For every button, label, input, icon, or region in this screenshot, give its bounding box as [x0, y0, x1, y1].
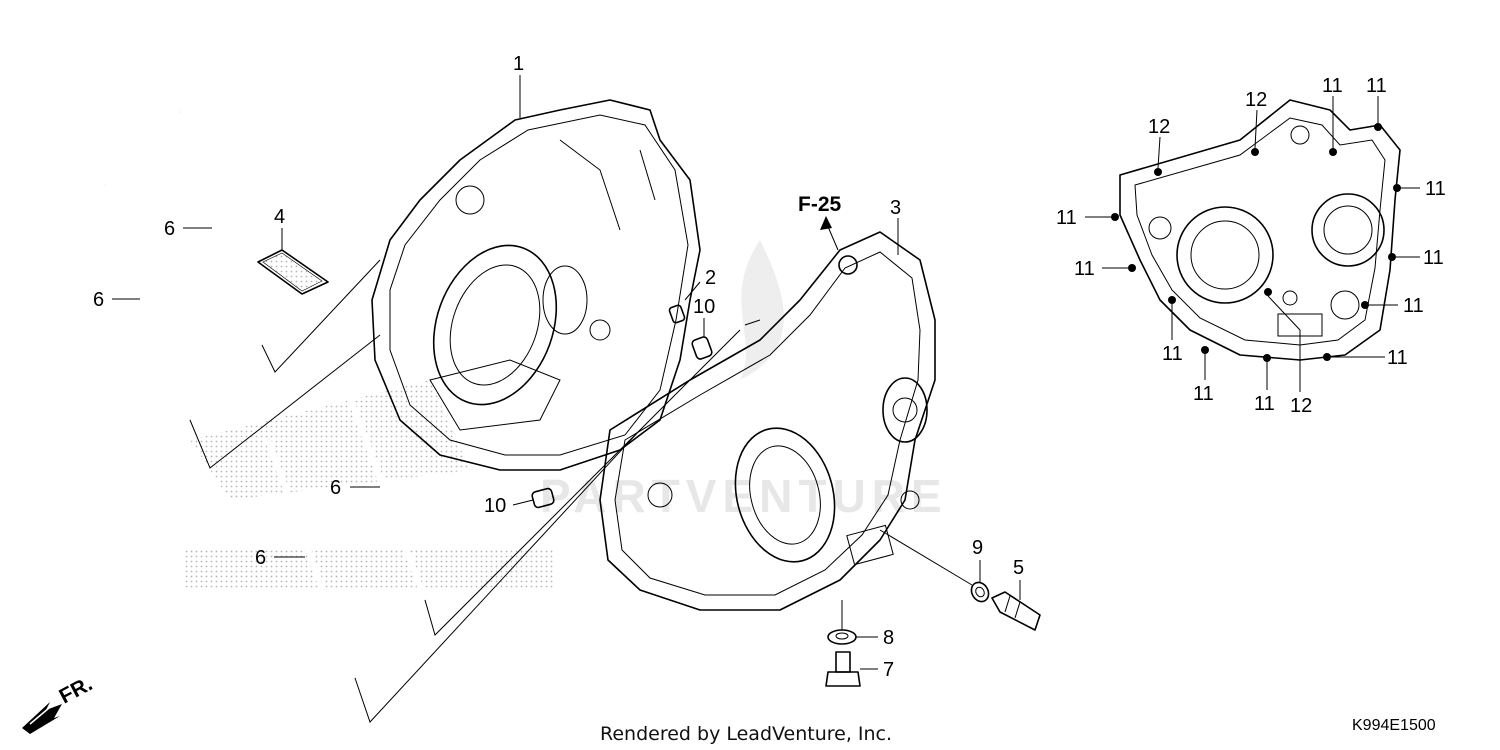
- callout-10a: 10: [693, 296, 715, 318]
- callout-11g: 11: [1403, 295, 1424, 317]
- callout-7: 7: [883, 659, 894, 681]
- part-10-dowel-upper[interactable]: [691, 336, 713, 360]
- crankcase-bolt-layout-view: [1111, 99, 1401, 362]
- right-crankcase[interactable]: [599, 231, 936, 611]
- callout-11d: 11: [1056, 207, 1077, 229]
- callout-4: 4: [274, 206, 285, 228]
- callout-5: 5: [1013, 557, 1024, 579]
- callout-8: 8: [883, 627, 894, 649]
- part-8-drain-washer[interactable]: [827, 629, 857, 645]
- callout-2: 2: [705, 267, 716, 289]
- callout-11h: 11: [1162, 343, 1183, 365]
- callout-12a: 12: [1148, 116, 1170, 138]
- callout-6a: 6: [164, 218, 175, 240]
- diagram-code: K994E1500: [1352, 717, 1436, 734]
- callout-12b: 12: [1245, 89, 1267, 111]
- callout-12c: 12: [1290, 395, 1312, 417]
- part-7-drain-bolt[interactable]: [825, 651, 861, 687]
- part-9-sealing-washer[interactable]: [968, 579, 992, 604]
- callout-11j: 11: [1193, 383, 1214, 405]
- callout-6b: 6: [93, 289, 104, 311]
- front-direction-arrow-icon: [22, 702, 62, 734]
- callout-11b: 11: [1366, 75, 1387, 97]
- callout-11a: 11: [1322, 75, 1343, 97]
- part-10-dowel-lower[interactable]: [531, 487, 555, 509]
- part-5-neutral-switch[interactable]: [991, 591, 1041, 631]
- footer-credit: Rendered by LeadVenture, Inc.: [600, 723, 892, 745]
- callout-11k: 11: [1254, 393, 1275, 415]
- front-direction-label: FR.: [56, 672, 97, 708]
- callout-11f: 11: [1423, 247, 1444, 269]
- callout-10b: 10: [484, 495, 506, 517]
- callout-11e: 11: [1074, 258, 1095, 280]
- part-6-stud-bolts[interactable]: [102, 111, 428, 680]
- callout-1: 1: [513, 53, 524, 75]
- callout-11i: 11: [1387, 347, 1408, 369]
- callout-6c: 6: [330, 477, 341, 499]
- callout-9: 9: [972, 537, 983, 559]
- reference-arrow-icon: [820, 216, 839, 251]
- callout-6d: 6: [255, 547, 266, 569]
- assembly-guide-lines: [189, 259, 761, 723]
- watermark-logo: [185, 240, 784, 590]
- left-crankcase[interactable]: [371, 99, 701, 471]
- part-2-dowel-pin[interactable]: [668, 304, 686, 324]
- reference-label[interactable]: F-25: [798, 193, 842, 216]
- part-4-oil-strainer[interactable]: [257, 249, 329, 295]
- callout-11c: 11: [1425, 178, 1446, 200]
- callout-3: 3: [890, 197, 901, 219]
